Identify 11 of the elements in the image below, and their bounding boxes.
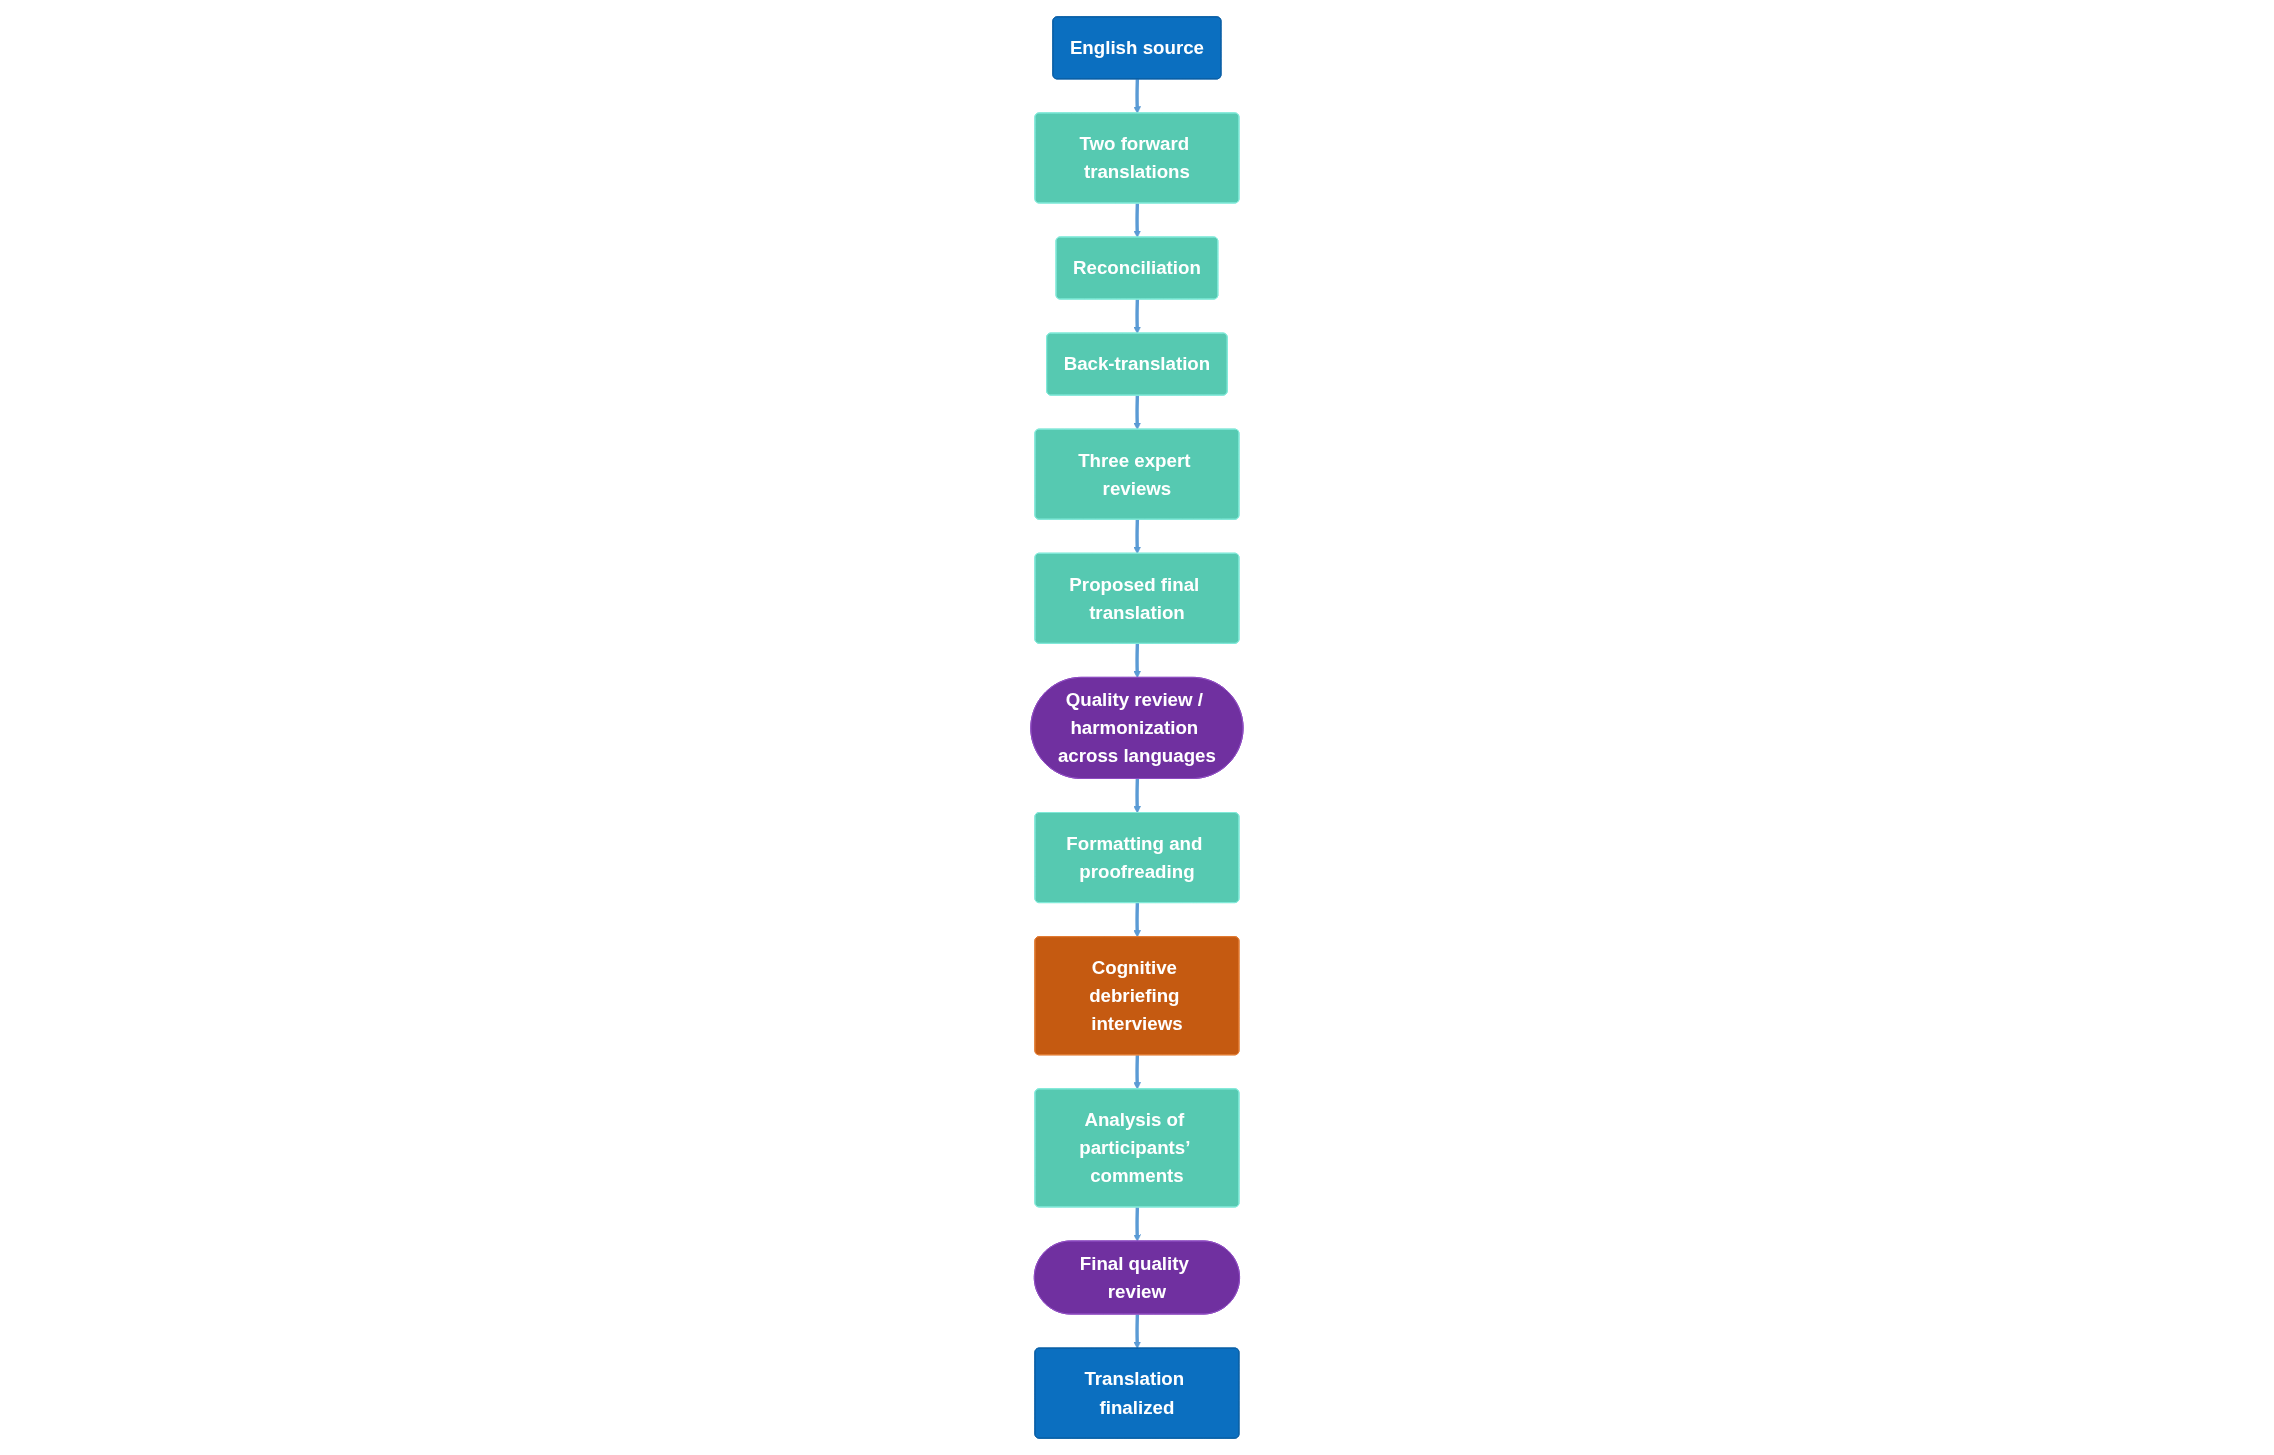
arrow [1133, 519, 1141, 554]
arrow [1133, 203, 1141, 238]
arrow [1133, 1207, 1141, 1242]
arrow [1133, 643, 1141, 679]
arrow [1133, 903, 1141, 938]
arrow [1133, 778, 1141, 814]
arrow [1133, 79, 1141, 114]
arrow [1133, 395, 1141, 430]
arrow [1133, 1314, 1141, 1349]
arrow [1133, 299, 1141, 334]
arrow [1133, 1055, 1141, 1090]
